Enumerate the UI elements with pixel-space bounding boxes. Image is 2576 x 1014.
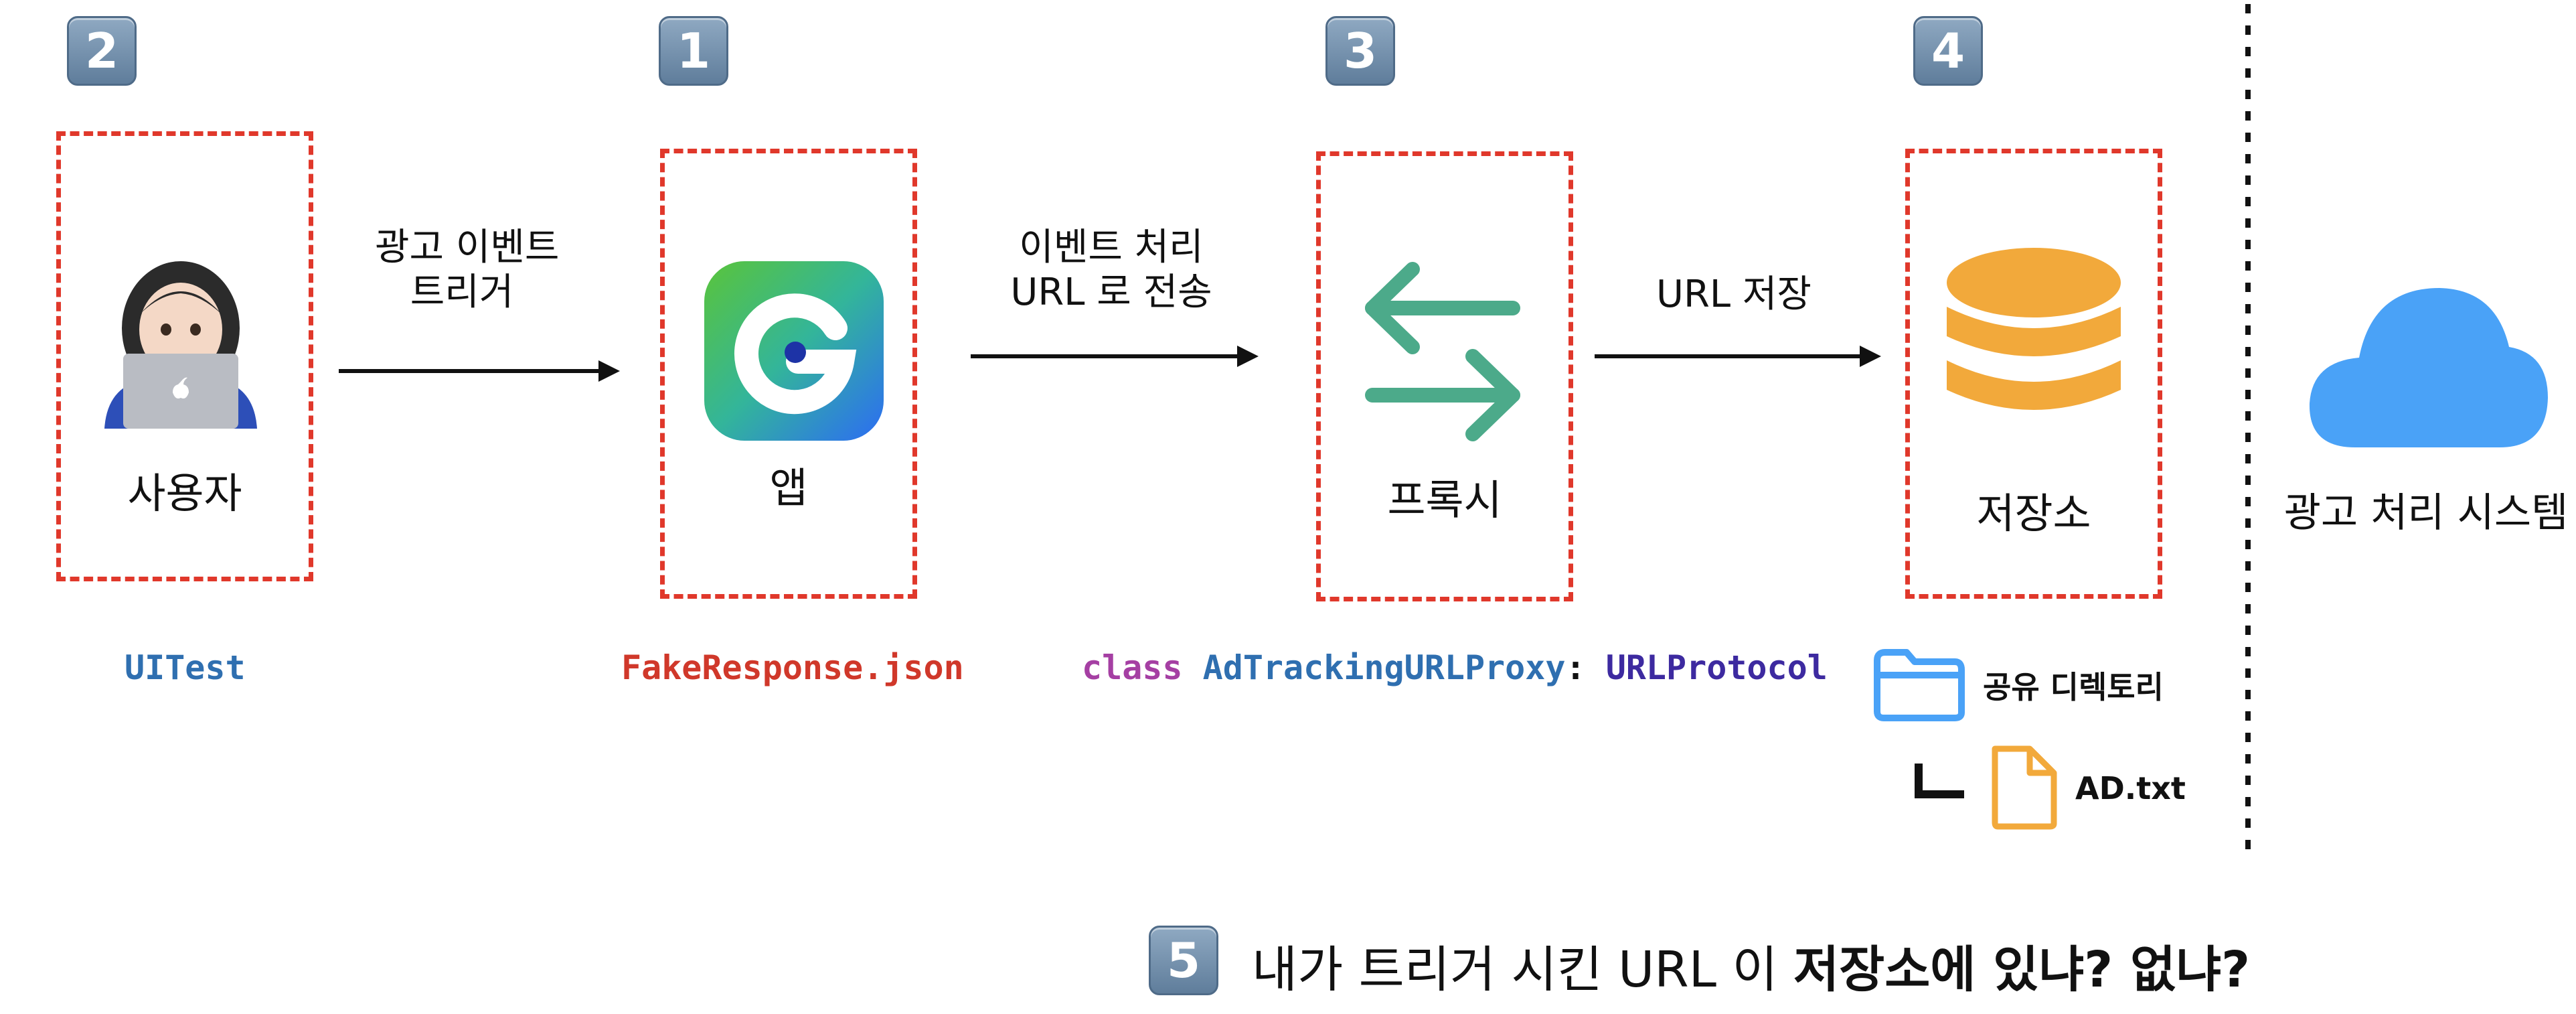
step-badge-storage: 4: [1913, 16, 1983, 86]
step-badge-proxy: 3: [1325, 16, 1395, 86]
verification-question: 내가 트리거 시킨 URL 이 저장소에 있냐? 없냐?: [1252, 941, 2251, 999]
folder-label: 공유 디렉토리: [1983, 669, 2164, 705]
user-box: [56, 131, 313, 581]
app-logo-icon: [704, 261, 884, 441]
proxy-box: [1316, 151, 1573, 601]
tree-branch-icon: [1915, 764, 1964, 798]
cloud-icon: [2309, 288, 2548, 447]
node-label-ad-system: 광고 처리 시스템: [2283, 490, 2569, 536]
code-proxy-declaration: class AdTrackingURLProxy: URLProtocol: [1082, 648, 1828, 687]
person-laptop-icon: [104, 261, 257, 429]
code-colon: :: [1565, 648, 1586, 687]
edge-label-app-to-proxy: 이벤트 처리 URL 로 전송: [1010, 226, 1212, 315]
code-class-name: AdTrackingURLProxy: [1202, 648, 1566, 687]
node-label-app: 앱: [769, 463, 808, 512]
file-label: AD.txt: [2075, 770, 2186, 806]
file-icon: [1992, 745, 2057, 830]
folder-icon: [1874, 649, 1965, 721]
step-badge-app: 1: [659, 16, 728, 86]
edge-label-proxy-to-storage: URL 저장: [1656, 273, 1812, 316]
code-fakeresponse: FakeResponse.json: [621, 648, 964, 687]
code-keyword: class: [1082, 648, 1183, 687]
edge-label-user-to-app: 광고 이벤트 트리거: [375, 226, 560, 315]
node-label-storage: 저장소: [1976, 489, 2091, 538]
node-label-proxy: 프록시: [1387, 476, 1502, 524]
app-box: [660, 149, 917, 599]
storage-box: [1905, 149, 2162, 599]
step-badge-question: 5: [1149, 926, 1218, 995]
database-icon: [1947, 248, 2121, 410]
node-label-user: 사용자: [127, 469, 242, 518]
code-uitest: UITest: [125, 648, 246, 687]
step-badge-user: 2: [67, 16, 137, 86]
exchange-arrows-icon: [1365, 262, 1520, 441]
code-protocol: URLProtocol: [1605, 648, 1828, 687]
